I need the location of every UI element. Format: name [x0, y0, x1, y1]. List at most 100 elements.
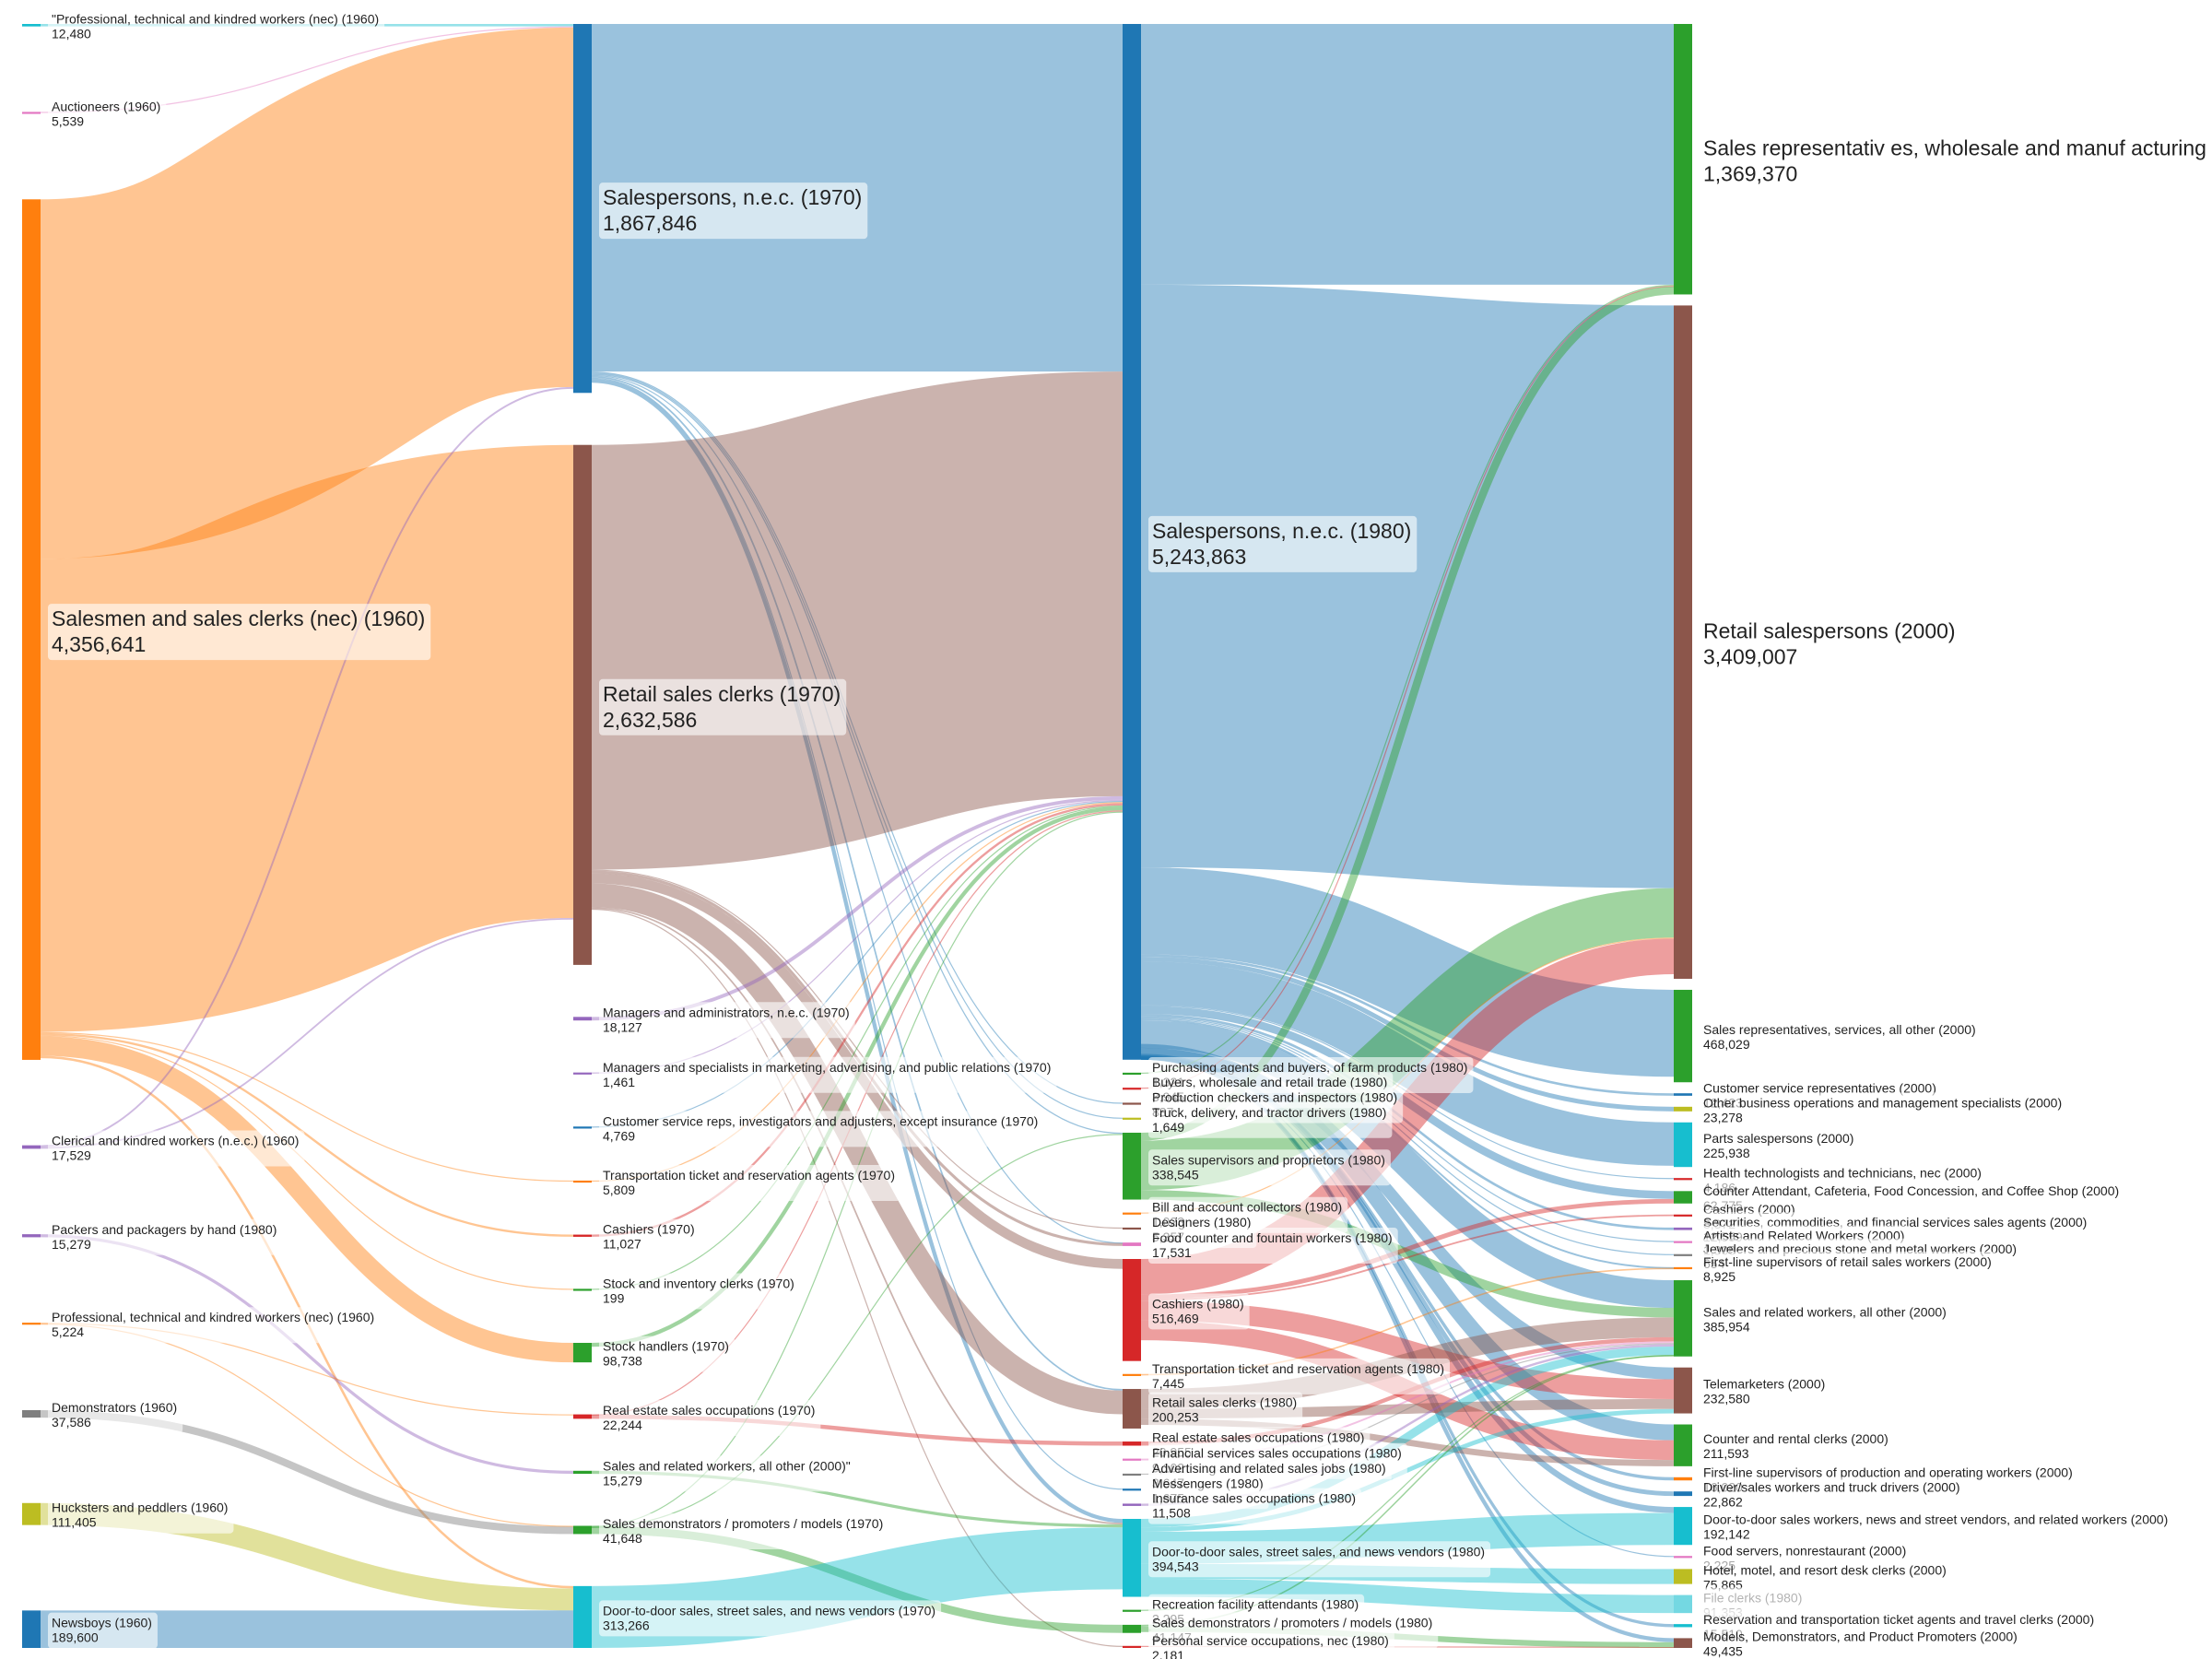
node-c0_prof2[interactable]: [22, 1323, 41, 1325]
flow-link-26[interactable]: [591, 869, 1124, 1230]
flow-link-23[interactable]: [591, 377, 1124, 1490]
node-c2_door[interactable]: [1123, 1518, 1141, 1597]
node-c3_doorvend[interactable]: [1674, 1507, 1692, 1546]
flow-link-35[interactable]: [591, 802, 1124, 1182]
node-c3_repserv[interactable]: [1674, 989, 1692, 1083]
node-c3_custserv[interactable]: [1674, 1093, 1692, 1096]
flow-link-56[interactable]: [1140, 1017, 1675, 1255]
node-c0_packers[interactable]: [22, 1234, 41, 1238]
node-c0_clerical[interactable]: [22, 1145, 41, 1149]
flow-link-68[interactable]: [1140, 286, 1675, 1089]
flow-link-4[interactable]: [40, 1031, 574, 1182]
node-c1_managers[interactable]: [573, 1017, 592, 1021]
node-c3_retail[interactable]: [1674, 305, 1692, 979]
node-c2_financial[interactable]: [1123, 1458, 1141, 1461]
node-c0_huck[interactable]: [22, 1502, 41, 1525]
flow-link-29[interactable]: [591, 883, 1124, 1415]
node-c1_stock[interactable]: [573, 1288, 592, 1291]
flow-link-24[interactable]: [591, 378, 1124, 1524]
node-c1_transp[interactable]: [573, 1180, 592, 1183]
flow-link-53[interactable]: [1140, 1006, 1675, 1199]
flow-link-58[interactable]: [1140, 1019, 1675, 1309]
node-c2_demo[interactable]: [1123, 1624, 1141, 1633]
node-c3_models[interactable]: [1674, 1638, 1692, 1648]
flow-link-90[interactable]: [1140, 1578, 1675, 1614]
node-c3_counter[interactable]: [1674, 1191, 1692, 1204]
node-c3_fileclerks[interactable]: [1674, 1594, 1692, 1614]
node-c1_retail[interactable]: [573, 444, 592, 965]
flow-link-50[interactable]: [1140, 957, 1675, 1112]
flow-link-25[interactable]: [590, 371, 1124, 870]
flow-link-3[interactable]: [37, 444, 577, 1032]
node-c3_tele[interactable]: [1674, 1367, 1692, 1414]
flow-link-43[interactable]: [591, 1134, 1124, 1528]
node-c2_food[interactable]: [1123, 1242, 1141, 1246]
flow-link-30[interactable]: [591, 907, 1124, 1524]
node-c0_auct[interactable]: [22, 112, 41, 114]
flow-link-11[interactable]: [40, 1234, 574, 1475]
flow-link-31[interactable]: [591, 908, 1124, 1647]
node-c2_prod[interactable]: [1123, 1102, 1141, 1105]
node-c2_messengers[interactable]: [1123, 1488, 1141, 1491]
node-c2_designers[interactable]: [1123, 1227, 1141, 1230]
flow-link-2[interactable]: [37, 27, 577, 559]
node-c2_supervisors[interactable]: [1123, 1132, 1141, 1200]
flow-link-57[interactable]: [1140, 1018, 1675, 1269]
node-c3_otherbiz[interactable]: [1674, 1106, 1692, 1112]
node-c3_firstline[interactable]: [1674, 1266, 1692, 1270]
flow-link-49[interactable]: [1140, 954, 1675, 1096]
node-c2_advert[interactable]: [1123, 1473, 1141, 1477]
node-c3_hotel[interactable]: [1674, 1569, 1692, 1584]
node-c2_recreation[interactable]: [1123, 1609, 1141, 1612]
flow-link-55[interactable]: [1140, 1016, 1675, 1242]
node-c1_door[interactable]: [573, 1585, 592, 1648]
node-c2_bill[interactable]: [1123, 1212, 1141, 1215]
flow-link-67[interactable]: [1140, 284, 1675, 1075]
node-c3_salesother[interactable]: [1674, 1280, 1692, 1357]
flow-link-7[interactable]: [40, 1036, 574, 1363]
node-c3_health[interactable]: [1674, 1178, 1692, 1181]
node-c1_mgrspec[interactable]: [573, 1072, 592, 1075]
node-c1_stockh[interactable]: [573, 1342, 592, 1363]
flow-link-54[interactable]: [1140, 1013, 1675, 1230]
node-c3_cashiers[interactable]: [1674, 1214, 1692, 1217]
flow-link-9[interactable]: [40, 386, 574, 1147]
node-c2_transp[interactable]: [1123, 1373, 1141, 1376]
node-c3_reserv[interactable]: [1674, 1624, 1692, 1628]
node-c2_realestate[interactable]: [1123, 1441, 1141, 1446]
flow-link-37[interactable]: [591, 805, 1124, 1290]
node-c1_salesother[interactable]: [573, 1470, 592, 1475]
node-c3_parts[interactable]: [1674, 1122, 1692, 1168]
node-c3_driver[interactable]: [1674, 1491, 1692, 1497]
node-c1_demo[interactable]: [573, 1525, 592, 1535]
flow-link-48[interactable]: [1140, 867, 1675, 1077]
node-c2_salespersons[interactable]: [1123, 24, 1141, 1060]
node-c3_jewelers[interactable]: [1674, 1253, 1692, 1256]
node-c2_cashiers[interactable]: [1123, 1259, 1141, 1361]
flow-link-36[interactable]: [591, 803, 1124, 1237]
node-c2_buyers[interactable]: [1123, 1088, 1141, 1090]
node-c2_purch[interactable]: [1123, 1072, 1141, 1076]
flow-link-74[interactable]: [1140, 1198, 1675, 1300]
node-c1_cashiers[interactable]: [573, 1234, 592, 1237]
node-c0_demo[interactable]: [22, 1410, 41, 1418]
node-c2_truck[interactable]: [1123, 1117, 1141, 1120]
node-c3_artists[interactable]: [1674, 1241, 1692, 1243]
node-c3_repwhole[interactable]: [1674, 24, 1692, 295]
node-c1_custserv[interactable]: [573, 1126, 592, 1129]
flow-link-22[interactable]: [591, 376, 1124, 1391]
node-c2_personal[interactable]: [1123, 1645, 1141, 1648]
flow-link-6[interactable]: [40, 1035, 574, 1290]
node-c0_salesmen[interactable]: [22, 199, 41, 1060]
node-c2_retail[interactable]: [1123, 1389, 1141, 1429]
node-c1_realestate[interactable]: [573, 1414, 592, 1419]
node-c3_rental[interactable]: [1674, 1424, 1692, 1466]
flow-link-21[interactable]: [591, 374, 1124, 1244]
node-c3_firstprod[interactable]: [1674, 1477, 1692, 1481]
node-c2_insurance[interactable]: [1123, 1503, 1141, 1506]
node-c0_newsboys[interactable]: [22, 1610, 41, 1648]
node-c1_salespersons[interactable]: [573, 24, 592, 394]
flow-link-47[interactable]: [1140, 284, 1675, 888]
node-c3_foodserv[interactable]: [1674, 1556, 1692, 1559]
flow-link-34[interactable]: [591, 801, 1124, 1128]
